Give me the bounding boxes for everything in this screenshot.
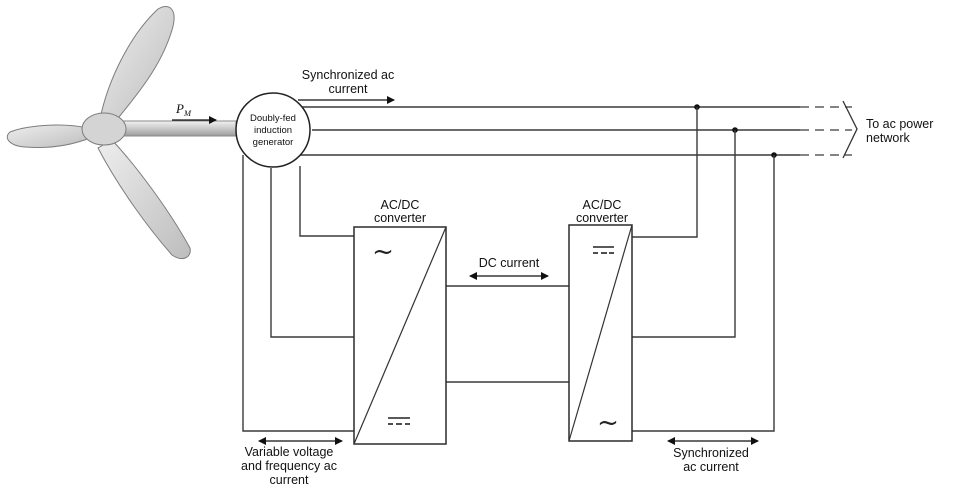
induction-generator: Doubly-fed induction generator xyxy=(235,92,311,168)
turbine-blade-left xyxy=(6,124,91,148)
power-subscript: M xyxy=(183,108,192,118)
generator-label-line3: generator xyxy=(253,137,294,148)
variable-current-annotation: Variable voltage and frequency ac curren… xyxy=(241,437,343,487)
turbine-hub xyxy=(81,112,127,146)
dc-current-annotation: DC current xyxy=(469,256,549,280)
sync-current-top-annotation: Synchronized ac current xyxy=(298,68,395,104)
sync-top-label-line1: Synchronized ac xyxy=(302,68,394,82)
sync-current-bottom-annotation: Synchronized ac current xyxy=(667,437,759,474)
generator-label-line1: Doubly-fed xyxy=(250,113,296,124)
converter-left-title-line2: converter xyxy=(374,211,426,225)
grid-side-wires xyxy=(632,107,775,432)
wind-turbine-rotor xyxy=(6,6,237,259)
dc-current-label: DC current xyxy=(479,256,540,270)
sync-top-label-line2: current xyxy=(329,82,368,96)
rotor-wires xyxy=(242,155,354,432)
turbine-shaft xyxy=(117,120,237,137)
stator-three-phase-lines xyxy=(280,106,852,156)
dc-symbol-right xyxy=(593,246,614,254)
converter-left: ~ AC/DC converter xyxy=(353,198,447,445)
turbine-blade-top xyxy=(99,6,175,122)
generator-label-line2: induction xyxy=(254,125,292,136)
converter-right-title-line1: AC/DC xyxy=(583,198,622,212)
variable-label-line1: Variable voltage xyxy=(245,445,334,459)
network-label-line2: network xyxy=(866,131,911,145)
svg-text:PM: PM xyxy=(175,101,192,118)
turbine-blade-bottom xyxy=(97,139,191,259)
converter-right-title-line2: converter xyxy=(576,211,628,225)
sync-bottom-label-line1: Synchronized xyxy=(673,446,749,460)
network-label-line1: To ac power xyxy=(866,117,933,131)
power-symbol: P xyxy=(175,101,184,116)
ac-symbol-left: ~ xyxy=(372,237,394,267)
sync-bottom-label-line2: ac current xyxy=(683,460,739,474)
dc-link xyxy=(446,285,569,383)
converter-right: ~ AC/DC converter xyxy=(568,198,633,442)
ac-symbol-right: ~ xyxy=(597,408,619,438)
network-brace xyxy=(842,100,858,159)
mechanical-power-label: PM xyxy=(172,101,217,124)
dc-symbol-left xyxy=(388,417,410,425)
variable-label-line2: and frequency ac xyxy=(241,459,337,473)
variable-label-line3: current xyxy=(270,473,309,487)
converter-left-title-line1: AC/DC xyxy=(381,198,420,212)
